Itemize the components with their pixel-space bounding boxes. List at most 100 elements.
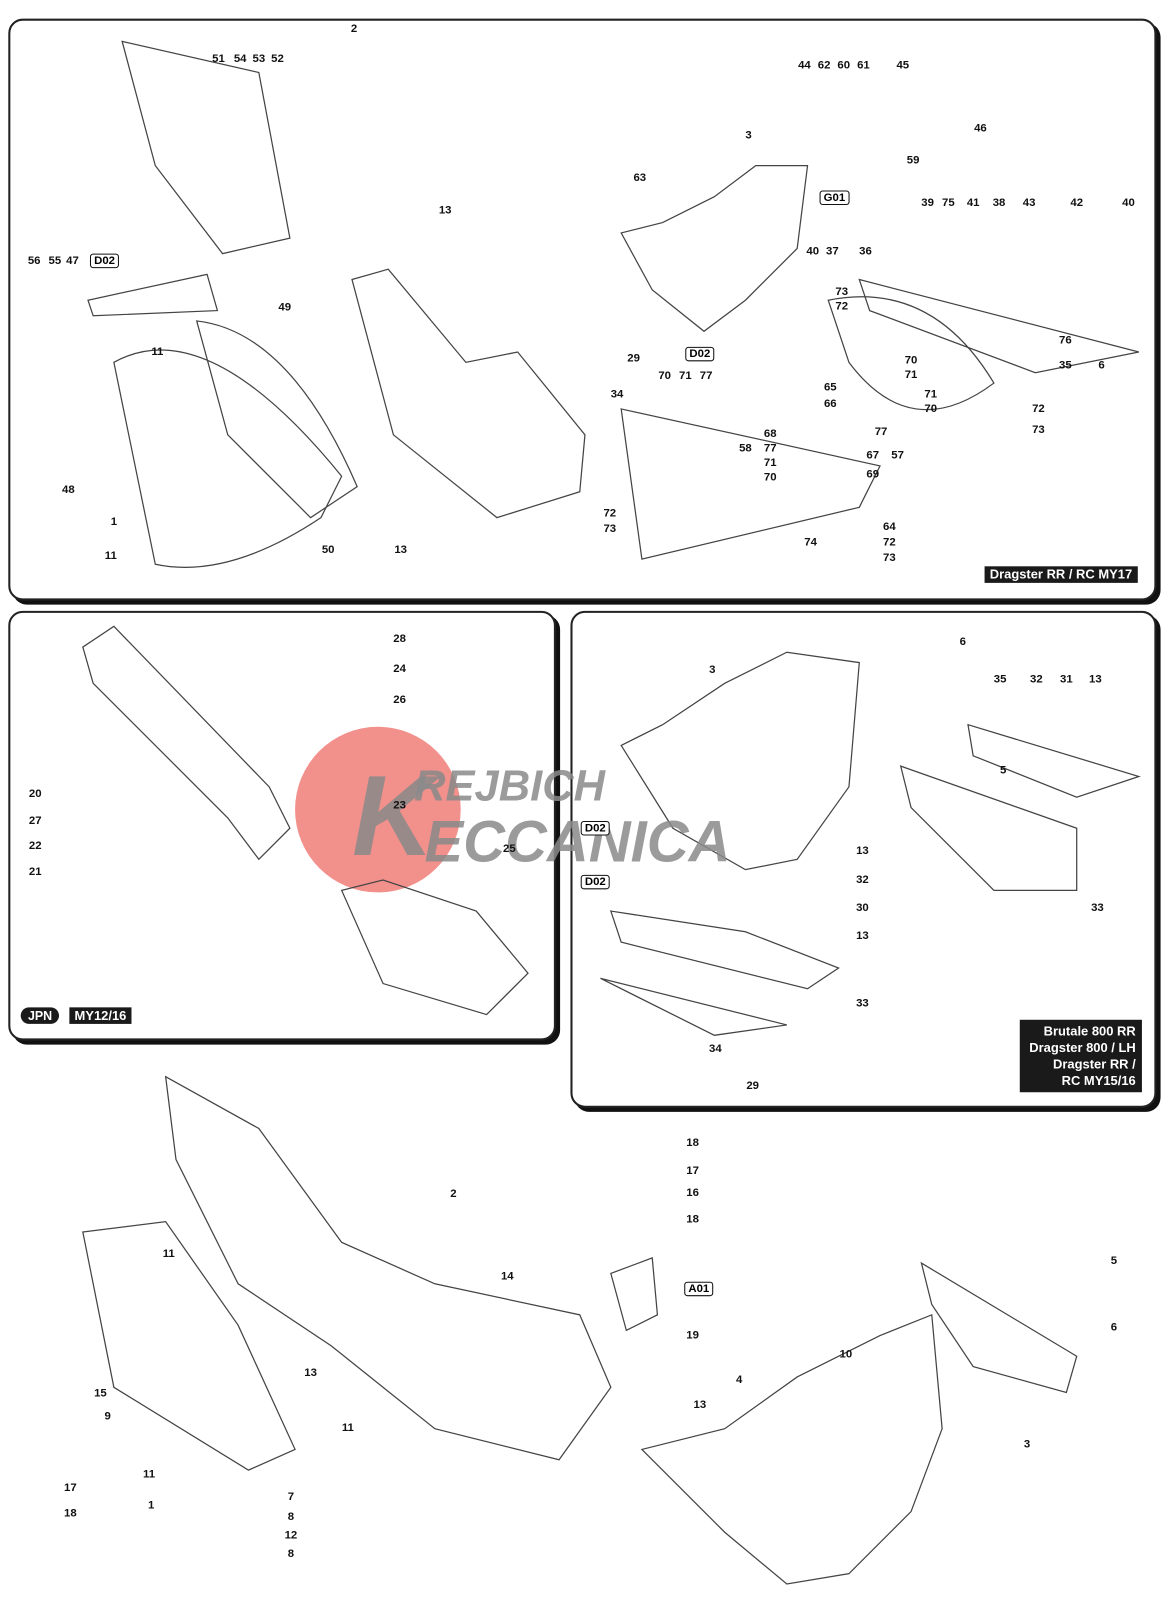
part-callout-4: 4 — [736, 1373, 743, 1387]
part-callout-73: 73 — [603, 522, 617, 536]
part-callout-56: 56 — [27, 254, 41, 268]
part-callout-68: 68 — [763, 427, 777, 441]
part-callout-77: 77 — [874, 425, 888, 438]
part-callout-28: 28 — [393, 632, 406, 645]
part-callout-72: 72 — [882, 536, 896, 549]
part-callout-14: 14 — [500, 1270, 514, 1283]
heat-shield — [113, 349, 343, 568]
watermark-k: K — [352, 752, 435, 881]
part-callout-6: 6 — [959, 635, 966, 649]
part-callout-17: 17 — [64, 1481, 77, 1494]
decal-my15 — [600, 977, 787, 1036]
silencer-body — [351, 268, 586, 519]
part-callout-27: 27 — [28, 814, 42, 828]
part-callout-9: 9 — [104, 1410, 111, 1423]
model-label-list: Brutale 800 RR Dragster 800 / LH Dragste… — [1019, 1019, 1142, 1093]
part-callout-18: 18 — [686, 1213, 699, 1226]
part-callout-13: 13 — [1089, 672, 1102, 686]
model-label: Dragster RR / RC MY17 — [984, 566, 1138, 583]
main-heat-shield — [82, 1220, 296, 1471]
part-callout-13: 13 — [438, 203, 452, 217]
main-guard — [920, 1261, 1078, 1394]
part-callout-72: 72 — [603, 507, 617, 520]
part-callout-29: 29 — [627, 352, 640, 365]
part-callout-21: 21 — [28, 865, 42, 878]
silencer-canister — [82, 625, 291, 861]
part-callout-70: 70 — [924, 402, 938, 416]
hanger-bracket — [610, 1257, 659, 1332]
part-callout-41: 41 — [966, 196, 980, 210]
part-callout-13: 13 — [304, 1366, 317, 1380]
part-callout-3: 3 — [1023, 1438, 1031, 1451]
part-callout-11: 11 — [162, 1247, 175, 1260]
part-callout-42: 42 — [1070, 196, 1084, 210]
reference-box-d02: D02 — [580, 874, 610, 890]
part-callout-73: 73 — [882, 551, 896, 565]
part-callout-1: 1 — [110, 515, 118, 529]
part-callout-72: 72 — [1032, 402, 1045, 416]
part-callout-58: 58 — [739, 442, 752, 455]
part-callout-39: 39 — [921, 196, 934, 210]
part-callout-31: 31 — [1060, 672, 1073, 686]
part-callout-11: 11 — [151, 345, 164, 359]
part-callout-57: 57 — [891, 449, 904, 462]
part-callout-12: 12 — [284, 1529, 298, 1542]
lower-guard-my15 — [609, 910, 840, 990]
part-callout-32: 32 — [856, 873, 869, 887]
part-callout-13: 13 — [394, 543, 408, 556]
part-callout-29: 29 — [746, 1079, 760, 1093]
main-silencer — [164, 1075, 612, 1461]
part-callout-71: 71 — [763, 456, 777, 469]
part-callout-67: 67 — [866, 449, 880, 462]
cover-panel — [827, 296, 995, 411]
part-callout-34: 34 — [610, 388, 624, 401]
part-callout-74: 74 — [804, 536, 817, 549]
heat-guard-my15 — [899, 765, 1078, 891]
watermark-circle — [295, 726, 461, 893]
part-callout-32: 32 — [1029, 672, 1043, 686]
part-callout-36: 36 — [859, 245, 872, 258]
part-callout-45: 45 — [896, 59, 910, 72]
market-badge: JPN — [20, 1007, 60, 1024]
part-callout-44: 44 — [798, 59, 811, 72]
reference-box-d02: D02 — [89, 253, 120, 269]
decal-top-my15 — [967, 723, 1141, 798]
part-callout-3: 3 — [745, 129, 752, 142]
model-line: RC MY15/16 — [1061, 1073, 1136, 1089]
part-callout-47: 47 — [66, 254, 79, 268]
part-callout-66: 66 — [823, 397, 837, 410]
reference-box-a01: A01 — [684, 1281, 714, 1297]
heat-shield-inner — [195, 320, 358, 519]
part-callout-11: 11 — [341, 1421, 354, 1434]
part-callout-5: 5 — [1000, 764, 1007, 777]
decal-strip — [858, 278, 1139, 374]
reference-box-g01: G01 — [819, 190, 850, 205]
part-callout-33: 33 — [1091, 901, 1104, 915]
bracket-d02 — [87, 273, 219, 317]
part-callout-71: 71 — [679, 369, 692, 383]
part-callout-3: 3 — [709, 663, 716, 677]
part-callout-22: 22 — [28, 839, 42, 853]
watermark-line1: REJBICH — [414, 760, 606, 810]
watermark-line2: ECCANICA — [424, 808, 731, 874]
part-callout-35: 35 — [993, 672, 1007, 686]
part-callout-24: 24 — [393, 662, 406, 676]
panel-jpn-my12-16 — [8, 610, 556, 1041]
part-callout-40: 40 — [1122, 196, 1135, 210]
part-callout-13: 13 — [856, 929, 869, 943]
part-callout-30: 30 — [856, 901, 869, 915]
part-callout-50: 50 — [321, 543, 335, 556]
part-callout-61: 61 — [857, 59, 870, 72]
reference-box-d02: D02 — [685, 346, 715, 362]
part-callout-72: 72 — [835, 300, 849, 313]
part-callout-69: 69 — [866, 467, 880, 481]
part-callout-70: 70 — [904, 354, 918, 367]
part-callout-43: 43 — [1022, 196, 1036, 210]
model-year-label: MY12/16 — [69, 1007, 132, 1024]
part-callout-51: 51 — [212, 52, 225, 66]
part-callout-6: 6 — [1098, 359, 1105, 372]
manifold-my15 — [620, 651, 860, 871]
part-callout-15: 15 — [94, 1387, 107, 1400]
part-callout-70: 70 — [658, 369, 672, 383]
